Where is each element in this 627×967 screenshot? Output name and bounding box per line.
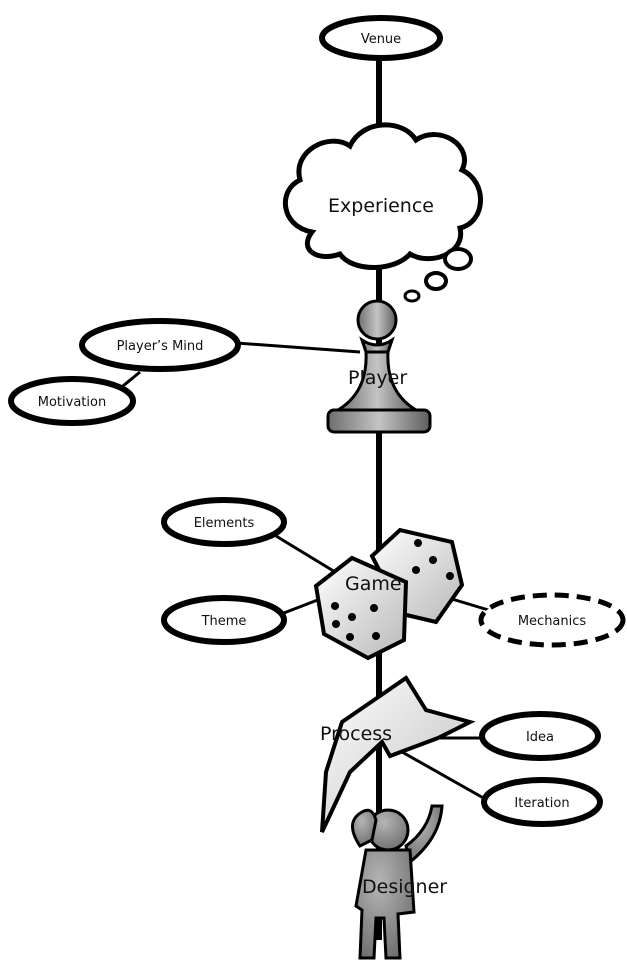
lightning-bolt-icon xyxy=(320,675,476,833)
process-label: Process xyxy=(320,723,392,745)
elements-label: Elements xyxy=(194,516,255,531)
motivation-node: Motivation xyxy=(8,376,136,426)
game-label: Game xyxy=(345,573,402,595)
thought-bubble-medium xyxy=(424,271,448,291)
theme-node: Theme xyxy=(161,595,287,645)
venue-label: Venue xyxy=(361,32,401,47)
venue-node: Venue xyxy=(319,15,443,61)
thought-bubble-small xyxy=(403,289,421,303)
mechanics-node: Mechanics xyxy=(478,592,626,648)
iteration-label: Iteration xyxy=(514,796,569,811)
player-label: Player xyxy=(348,367,407,389)
elements-node: Elements xyxy=(161,497,287,547)
experience-cloud: Experience xyxy=(283,122,483,270)
mechanics-label: Mechanics xyxy=(518,614,587,629)
dice-front-icon xyxy=(313,555,409,661)
designer-figure-icon xyxy=(351,804,444,960)
connector-iteration xyxy=(394,746,488,802)
pawn-icon xyxy=(326,299,432,434)
experience-label: Experience xyxy=(328,195,434,217)
thought-bubble-large xyxy=(443,247,473,271)
idea-label: Idea xyxy=(526,730,554,745)
motivation-label: Motivation xyxy=(38,395,106,410)
idea-node: Idea xyxy=(479,711,601,761)
players-mind-label: Player’s Mind xyxy=(117,339,204,354)
iteration-node: Iteration xyxy=(481,777,603,827)
designer-label: Designer xyxy=(362,876,447,898)
players-mind-node: Player’s Mind xyxy=(79,318,241,372)
theme-label: Theme xyxy=(201,614,247,629)
connector-mind xyxy=(235,341,361,354)
